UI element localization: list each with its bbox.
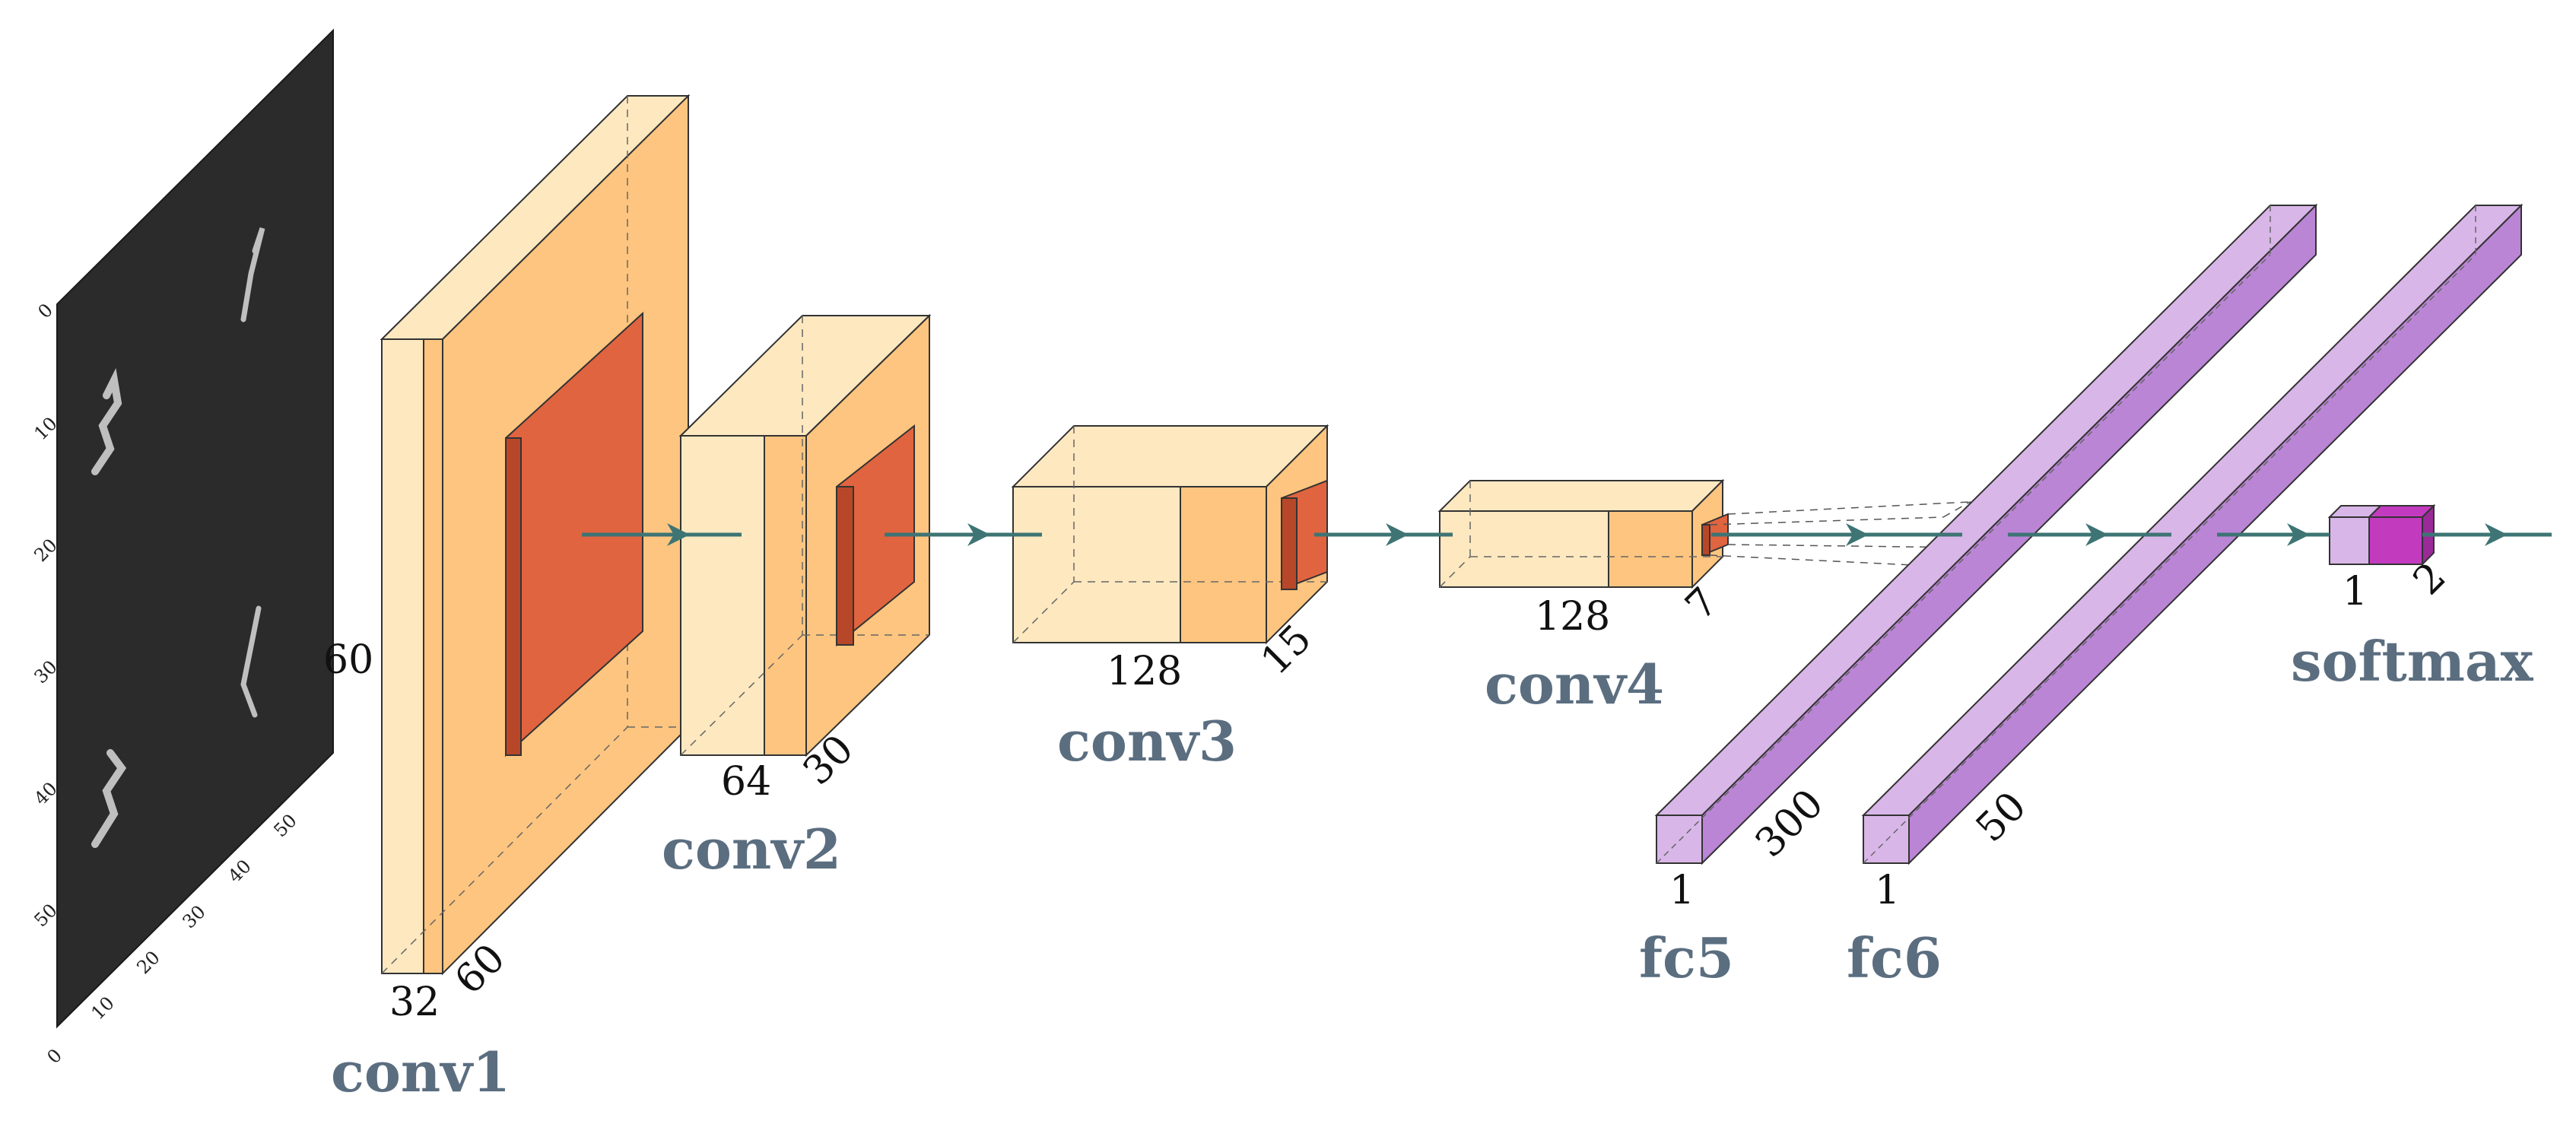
conv3-name: conv3 (1057, 709, 1237, 773)
conv4-block (1437, 478, 1725, 589)
conv1-width-label: 32 (389, 980, 440, 1025)
fc6-width-label: 1 (1875, 868, 1900, 913)
fc5-width-label: 1 (1669, 868, 1695, 913)
conv2-name: conv2 (662, 817, 841, 881)
fc5-name: fc5 (1639, 926, 1734, 990)
conv4-width-label: 128 (1535, 594, 1610, 640)
x-tick: 40 (224, 856, 255, 887)
conv2-pool (836, 424, 915, 647)
fc6-name: fc6 (1847, 926, 1942, 990)
input-image: 0 10 20 30 40 50 0 10 20 30 40 50 (30, 28, 334, 1069)
conv1-height-label: 60 (323, 637, 373, 683)
x-tick: 50 (269, 810, 300, 841)
softmax-block (2327, 503, 2436, 567)
x-tick: 0 (43, 1045, 66, 1069)
x-tick: 20 (132, 947, 164, 978)
softmax-width-label: 1 (2343, 569, 2368, 614)
conv3-width-label: 128 (1107, 649, 1182, 694)
fc6-block (1861, 203, 2524, 865)
conv2-width-label: 64 (721, 759, 771, 805)
conv3-block (1011, 424, 1329, 645)
conv4-to-fc5-projection (1709, 500, 1971, 567)
x-tick: 10 (87, 992, 118, 1024)
conv1-pool (505, 311, 643, 757)
conv4-name: conv4 (1485, 652, 1664, 716)
input-sample-strokes (91, 227, 265, 848)
softmax-name: softmax (2291, 629, 2534, 694)
x-tick: 30 (178, 901, 209, 932)
y-tick: 0 (33, 300, 57, 323)
conv1-name: conv1 (331, 1040, 510, 1104)
conv3-pool (1281, 479, 1328, 591)
